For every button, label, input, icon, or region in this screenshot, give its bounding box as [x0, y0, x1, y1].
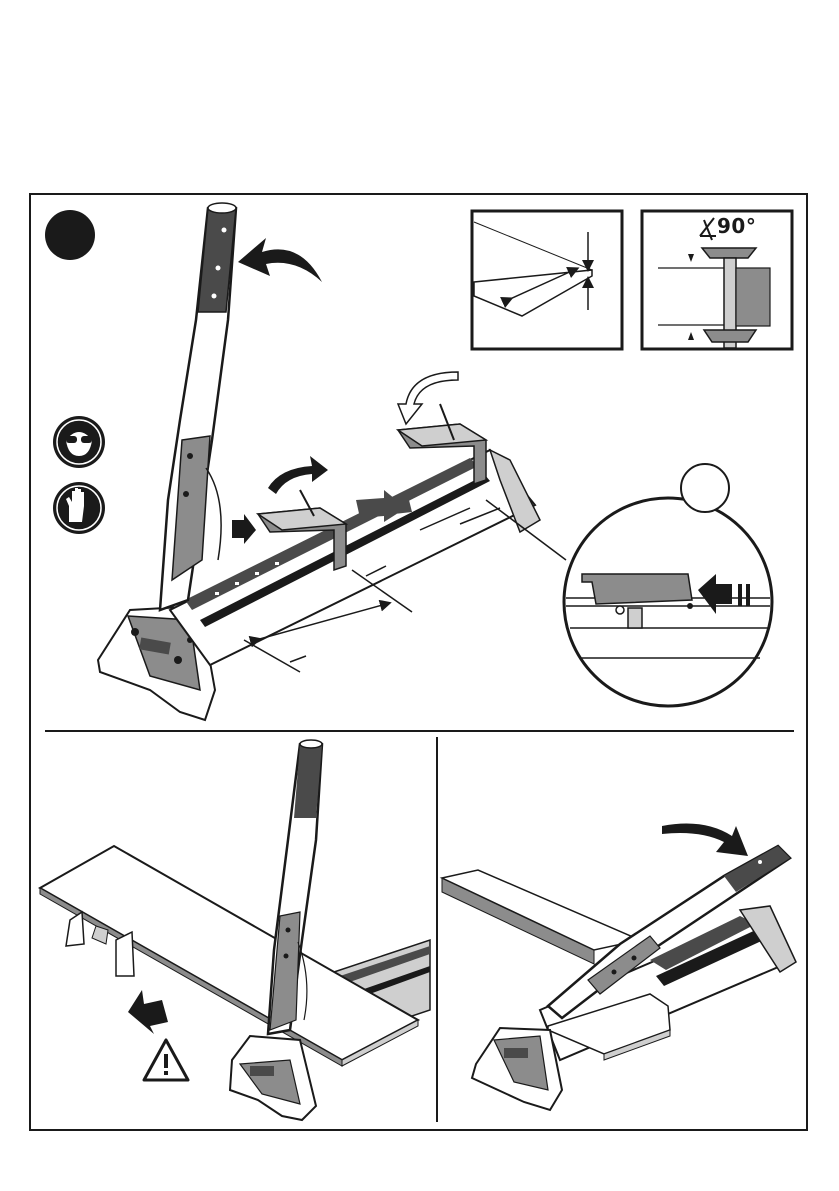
- rotate-fence-arrow-front: [268, 456, 328, 494]
- cutter-rail: [170, 450, 540, 665]
- top-panel: [45, 203, 792, 720]
- protective-gloves-icon: [53, 482, 105, 534]
- angle-label: 90°: [717, 214, 756, 238]
- rotate-fence-arrow-back: [398, 372, 458, 424]
- laminate-board: [40, 846, 418, 1066]
- bottom-right-panel: [442, 824, 796, 1110]
- lift-handle-arrow: [238, 238, 322, 282]
- thickness-measure-detail: [472, 211, 622, 349]
- safety-goggles-icon: [53, 416, 105, 468]
- push-board-arrow: [128, 990, 168, 1034]
- press-handle-arrow: [662, 824, 748, 856]
- warning-triangle-icon: [144, 1040, 188, 1080]
- push-arrow-small: [232, 514, 256, 544]
- bottom-left-panel: [40, 740, 430, 1120]
- cutter-handle: [160, 203, 236, 610]
- step-marker: [45, 210, 95, 260]
